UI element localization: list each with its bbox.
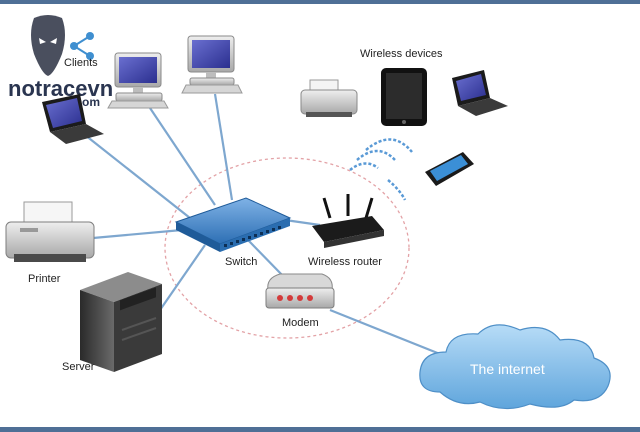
link-printer-switch <box>92 228 183 240</box>
internet-label: The internet <box>470 361 545 377</box>
clients-label: Clients <box>64 57 98 69</box>
switch-icon <box>174 197 292 252</box>
laptop-icon <box>452 70 508 116</box>
network-boundary <box>164 157 410 339</box>
top-border <box>0 0 640 4</box>
printer-label: Printer <box>28 273 61 285</box>
desktop-computer-icon <box>181 35 243 94</box>
printer-icon <box>5 201 95 262</box>
wireless-router-label: Wireless router <box>308 256 382 268</box>
smartphone-icon <box>425 152 474 186</box>
link-modem-internet <box>329 308 451 360</box>
link-pc2-switch <box>213 93 234 201</box>
link-laptop-switch <box>84 134 191 219</box>
link-server-switch <box>159 244 206 311</box>
printer-icon <box>300 79 358 117</box>
logo-brand: notracevn <box>8 76 113 101</box>
wireless-devices-label: Wireless devices <box>360 48 443 60</box>
link-switch-router <box>284 218 321 227</box>
share-icon <box>70 32 94 60</box>
server-icon <box>80 272 162 372</box>
connection-links <box>84 93 451 360</box>
brand-logo: notracevn .com <box>8 15 113 109</box>
bottom-border <box>0 427 640 432</box>
server-label: Server <box>62 361 95 373</box>
modem-label: Modem <box>282 317 319 329</box>
wireless-router-icon <box>312 194 384 248</box>
laptop-icon <box>42 94 104 144</box>
tablet-icon <box>381 68 427 126</box>
link-switch-modem <box>247 239 286 279</box>
modem-icon <box>265 273 335 309</box>
mask-icon <box>31 15 65 76</box>
internet-cloud-icon <box>419 324 611 410</box>
wifi-signal-icon <box>349 138 413 201</box>
link-pc1-switch <box>149 107 216 206</box>
desktop-computer-icon <box>107 52 169 109</box>
switch-label: Switch <box>225 256 257 268</box>
